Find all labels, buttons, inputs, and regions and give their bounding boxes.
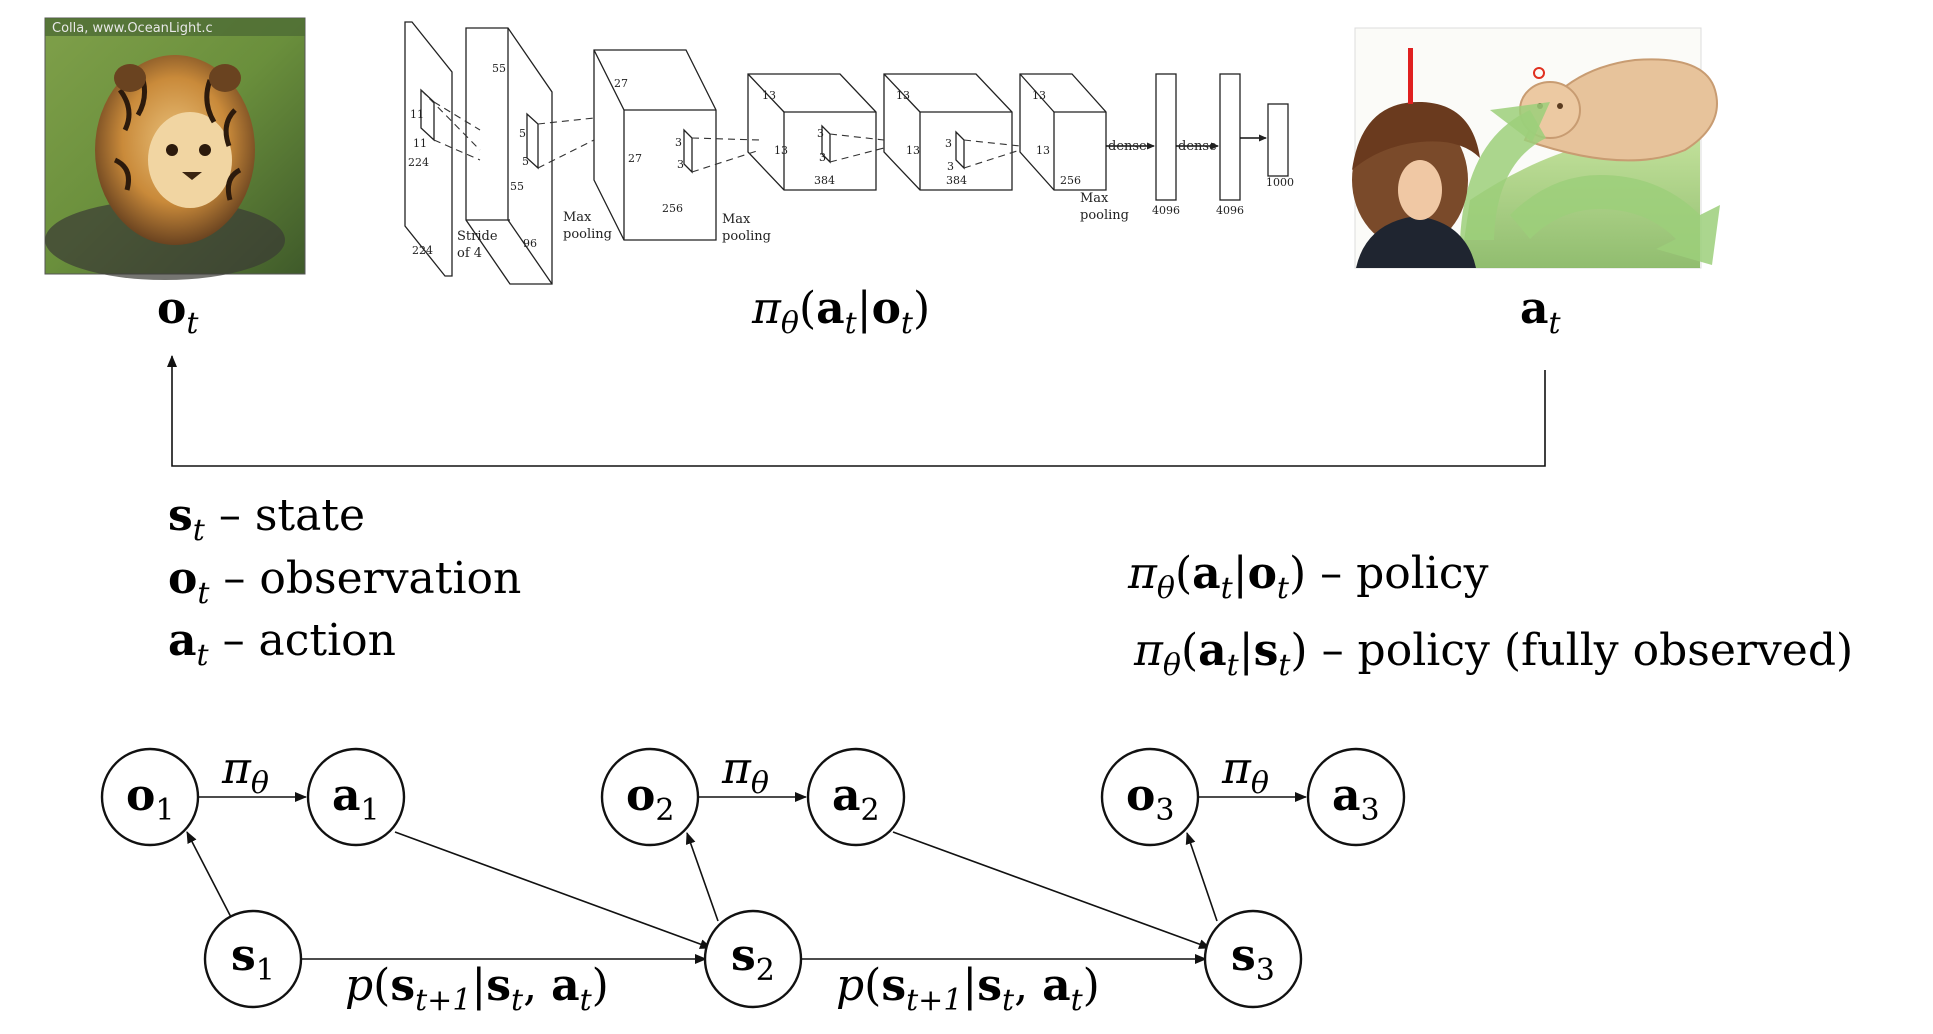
- cnn-label: pooling: [1080, 208, 1129, 223]
- cnn-label: 13: [906, 144, 920, 157]
- observation-image: Colla, www.OceanLight.c: [44, 17, 306, 280]
- cnn-label: 11: [410, 108, 424, 121]
- definition-action: at – action: [168, 615, 396, 673]
- node-o3: o3: [1100, 747, 1200, 847]
- node-o1: o1: [100, 747, 200, 847]
- edge-a2-s3: [892, 831, 1211, 949]
- cnn-label: 224: [412, 244, 433, 257]
- cnn-conv4-layer: [883, 73, 1013, 191]
- cnn-label: dense: [1178, 139, 1217, 154]
- cnn-label: 3: [817, 127, 824, 140]
- cnn-label: 3: [945, 137, 952, 150]
- cnn-label: 3: [947, 160, 954, 173]
- cnn-conv5-layer: [1019, 73, 1107, 191]
- cnn-architecture: 11 11 224 224 55 55 5 5 96 Stride of 4 2…: [404, 21, 1294, 285]
- cnn-label: 4096: [1152, 204, 1180, 217]
- cnn-label: 13: [774, 144, 788, 157]
- node-a1: a1: [306, 747, 406, 847]
- svg-text:a2: a2: [832, 770, 880, 828]
- feedback-arrow: [167, 355, 1546, 467]
- edge-s1-o1: [186, 831, 234, 922]
- cnn-label: 4096: [1216, 204, 1244, 217]
- cnn-label: 256: [662, 202, 683, 215]
- cnn-label: 1000: [1266, 176, 1294, 189]
- cnn-label: of 4: [457, 246, 482, 261]
- cnn-label: Stride: [457, 229, 498, 244]
- svg-text:o2: o2: [626, 770, 674, 828]
- cnn-label: 27: [628, 152, 642, 165]
- definitions-list: st – state ot – observation at – action: [168, 490, 521, 673]
- cnn-label: pooling: [563, 227, 612, 242]
- cnn-label: 384: [814, 174, 835, 187]
- edge-policy-label: πθ: [721, 743, 769, 801]
- graphical-model: πθ πθ πθ p(st+1|st, at) p(st+1|st, at) o…: [100, 743, 1406, 1018]
- cnn-label: pooling: [722, 229, 771, 244]
- cnn-label: 3: [675, 136, 682, 149]
- edge-s3-o3: [1185, 832, 1218, 922]
- node-o2: o2: [600, 747, 700, 847]
- edge-s2-o2: [685, 832, 719, 922]
- cnn-label: 3: [819, 151, 826, 164]
- cnn-dense2-layer: [1219, 73, 1241, 201]
- svg-text:o3: o3: [1126, 770, 1174, 828]
- svg-text:a1: a1: [332, 770, 380, 828]
- cnn-conv3-layer: [747, 73, 877, 191]
- svg-text:a3: a3: [1332, 770, 1380, 828]
- cnn-label: 96: [523, 237, 537, 250]
- cnn-input-layer: [404, 21, 453, 277]
- svg-text:s1: s1: [231, 930, 275, 988]
- policy-definition: πθ(at|ot) – policy: [1127, 548, 1489, 606]
- cnn-label: 384: [946, 174, 967, 187]
- observation-label: ot: [157, 283, 199, 341]
- svg-text:s3: s3: [1231, 930, 1275, 988]
- definition-state: st – state: [168, 490, 365, 548]
- cnn-label: 5: [522, 155, 529, 168]
- policy-definitions: πθ(at|ot) – policy πθ(at|st) – policy (f…: [1127, 548, 1853, 683]
- cnn-label: 13: [896, 89, 910, 102]
- cnn-label: 55: [510, 180, 524, 193]
- cnn-conv2-layer: [593, 49, 717, 241]
- cnn-label: 27: [614, 77, 628, 90]
- cnn-label: 55: [492, 62, 506, 75]
- node-a3: a3: [1306, 747, 1406, 847]
- node-s1: s1: [203, 909, 303, 1009]
- svg-text:o1: o1: [126, 770, 174, 828]
- action-label: at: [1520, 283, 1562, 341]
- edge-policy-label: πθ: [221, 743, 269, 801]
- cnn-label: 224: [408, 156, 429, 169]
- node-s2: s2: [703, 909, 803, 1009]
- svg-text:s2: s2: [731, 930, 775, 988]
- cnn-label: 256: [1060, 174, 1081, 187]
- transition-label: p(st+1|st, at): [836, 960, 1100, 1018]
- transition-label: p(st+1|st, at): [345, 960, 609, 1018]
- node-a2: a2: [806, 747, 906, 847]
- definition-observation: ot – observation: [168, 553, 521, 611]
- cnn-label: Max: [722, 212, 751, 227]
- policy-fully-observed-definition: πθ(at|st) – policy (fully observed): [1133, 625, 1853, 683]
- cnn-label: Max: [563, 210, 592, 225]
- cnn-label: 13: [1036, 144, 1050, 157]
- cnn-label: 13: [1032, 89, 1046, 102]
- cnn-label: 13: [762, 89, 776, 102]
- cnn-dense1-layer: [1155, 73, 1177, 201]
- cnn-label: dense: [1108, 139, 1147, 154]
- edge-a1-s2: [394, 831, 712, 949]
- cnn-label: 3: [677, 158, 684, 171]
- policy-label: πθ(at|ot): [751, 283, 930, 341]
- node-s3: s3: [1203, 909, 1303, 1009]
- cnn-label: Max: [1080, 191, 1109, 206]
- cnn-label: 5: [519, 127, 526, 140]
- cnn-output-layer: [1267, 103, 1289, 177]
- cnn-label: 11: [413, 137, 427, 150]
- image-watermark: Colla, www.OceanLight.c: [52, 21, 213, 36]
- edge-policy-label: πθ: [1221, 743, 1269, 801]
- action-image: [1352, 27, 1720, 269]
